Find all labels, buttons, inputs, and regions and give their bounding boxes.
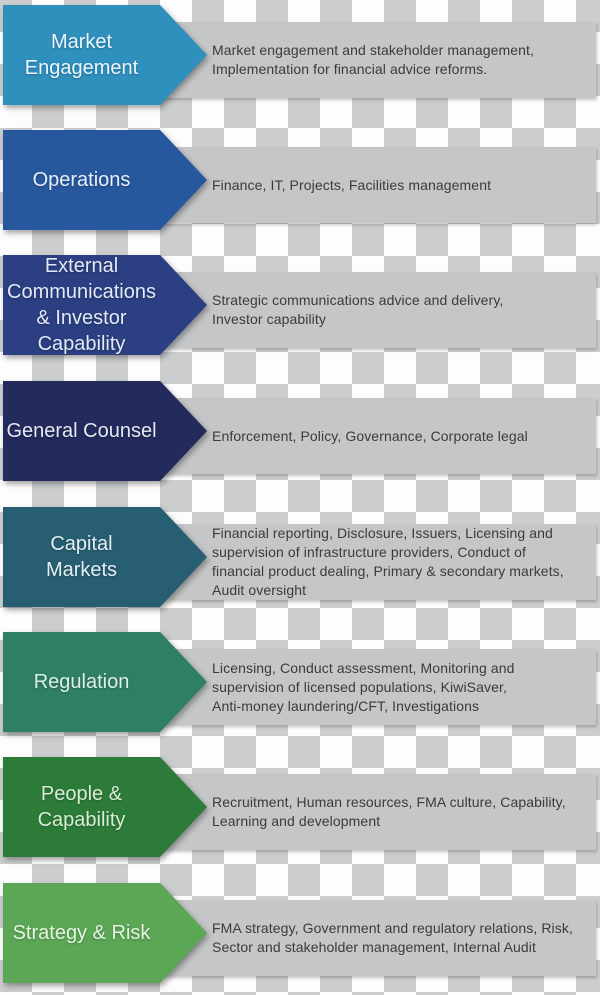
arrow-shape — [3, 507, 207, 607]
arrow-label: External Communications & Investor Capab… — [7, 255, 156, 355]
arrow-shape — [3, 5, 207, 105]
description-bar: FMA strategy, Government and regulatory … — [150, 900, 596, 976]
org-row-regulation: Licensing, Conduct assessment, Monitorin… — [0, 632, 600, 732]
description-text: Licensing, Conduct assessment, Monitorin… — [212, 659, 515, 714]
arrow-shape-wrap: External Communications & Investor Capab… — [3, 255, 207, 355]
description-bar: Strategic communications advice and deli… — [150, 272, 596, 348]
description-text: Finance, IT, Projects, Facilities manage… — [212, 176, 492, 193]
arrow-shape-wrap: Regulation — [3, 632, 207, 732]
description-bar: Licensing, Conduct assessment, Monitorin… — [150, 649, 596, 725]
description-bar: Recruitment, Human resources, FMA cultur… — [150, 774, 596, 850]
org-row-people-capability: Recruitment, Human resources, FMA cultur… — [0, 757, 600, 857]
description-text: Financial reporting, Disclosure, Issuers… — [212, 525, 564, 598]
arrow-shape — [3, 632, 207, 732]
arrow-label: Regulation — [33, 671, 130, 693]
arrow-label: General Counsel — [6, 420, 157, 442]
description-bar: Finance, IT, Projects, Facilities manage… — [150, 147, 596, 223]
org-row-market-engagement: Market engagement and stakeholder manage… — [0, 5, 600, 105]
org-row-capital-markets: Financial reporting, Disclosure, Issuers… — [0, 507, 600, 607]
org-row-operations: Finance, IT, Projects, Facilities manage… — [0, 130, 600, 230]
description-text: Enforcement, Policy, Governance, Corpora… — [212, 427, 528, 444]
description-bar: Market engagement and stakeholder manage… — [150, 22, 596, 98]
arrow-label: Operations — [32, 169, 131, 191]
arrow-shape — [3, 883, 207, 983]
org-row-external-communications: Strategic communications advice and deli… — [0, 255, 600, 355]
description-bar: Enforcement, Policy, Governance, Corpora… — [150, 398, 596, 474]
arrow-shape-wrap: General Counsel — [3, 381, 207, 481]
arrow-shape — [3, 255, 207, 355]
arrow-label: Strategy & Risk — [12, 922, 151, 944]
arrow-shape-wrap: Market Engagement — [3, 5, 207, 105]
arrow-shape-wrap: Operations — [3, 130, 207, 230]
org-row-general-counsel: Enforcement, Policy, Governance, Corpora… — [0, 381, 600, 481]
description-text: Strategic communications advice and deli… — [212, 292, 504, 327]
description-text: Recruitment, Human resources, FMA cultur… — [212, 794, 566, 829]
arrow-label: Market Engagement — [24, 31, 139, 79]
arrow-shape — [3, 130, 207, 230]
description-text: Market engagement and stakeholder manage… — [212, 42, 535, 77]
arrow-label: People & Capability — [37, 783, 126, 831]
arrow-label: Capital Markets — [45, 533, 118, 581]
arrow-shape — [3, 757, 207, 857]
arrow-shape — [3, 381, 207, 481]
arrow-shape-wrap: Strategy & Risk — [3, 883, 207, 983]
description-text: FMA strategy, Government and regulatory … — [212, 920, 573, 955]
arrow-shape-wrap: People & Capability — [3, 757, 207, 857]
org-row-strategy-risk: FMA strategy, Government and regulatory … — [0, 883, 600, 983]
arrow-shape-wrap: Capital Markets — [3, 507, 207, 607]
description-bar: Financial reporting, Disclosure, Issuers… — [150, 524, 596, 600]
